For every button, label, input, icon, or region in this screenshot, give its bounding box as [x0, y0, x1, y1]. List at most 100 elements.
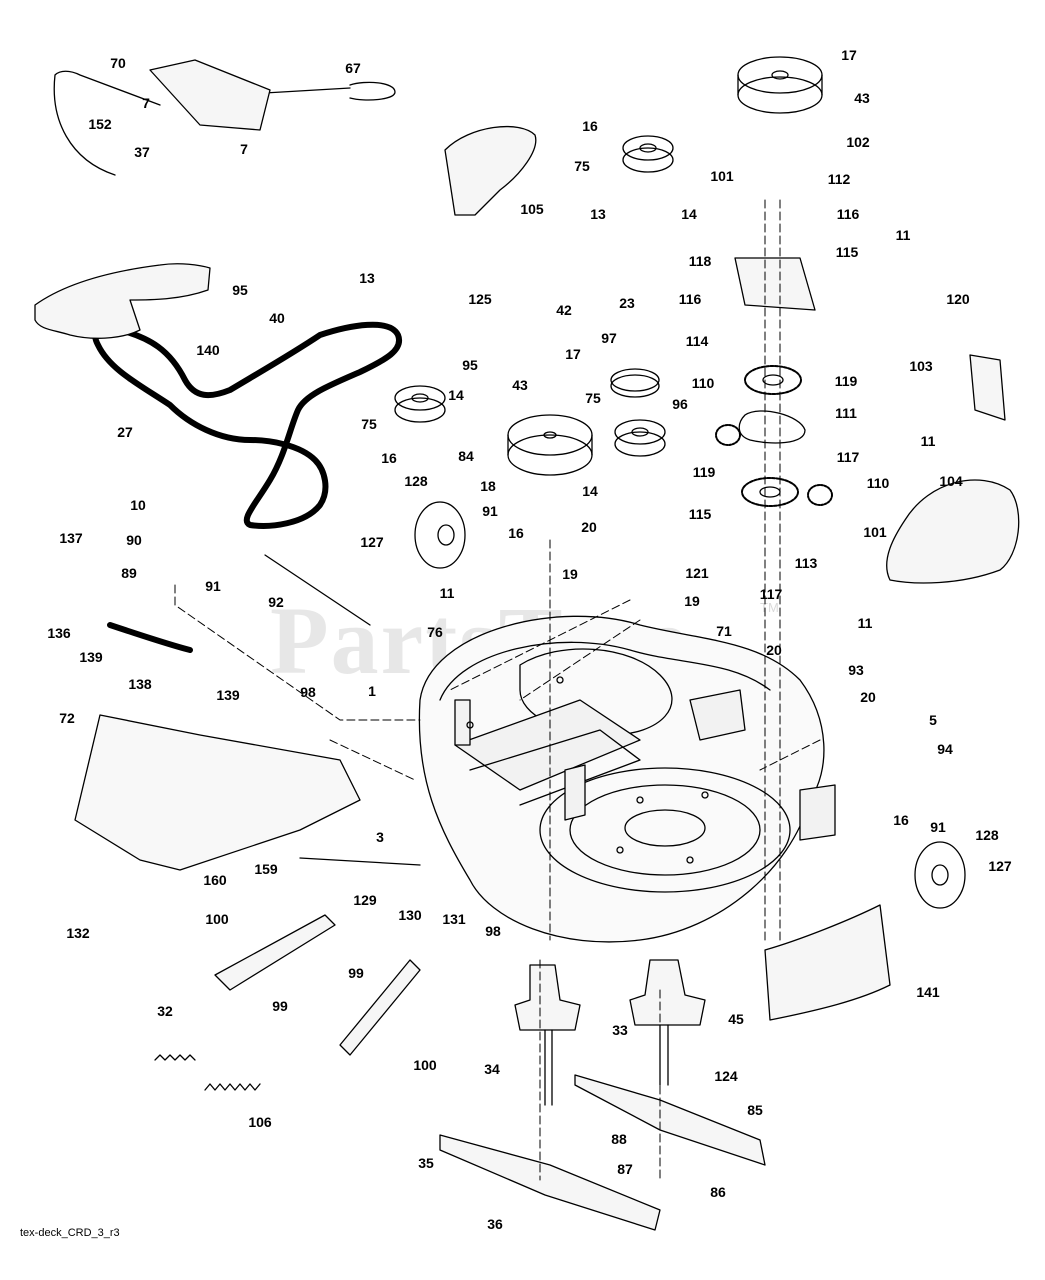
callout-112: 112: [827, 171, 851, 187]
callout-36: 36: [487, 1216, 503, 1232]
callout-70: 70: [110, 55, 126, 71]
callout-116: 116: [678, 291, 702, 307]
gear-110-left: [715, 424, 741, 446]
callout-104: 104: [939, 473, 963, 489]
bracket-70: [149, 59, 271, 131]
callout-97: 97: [601, 330, 617, 346]
blade-85: [574, 1074, 766, 1166]
callout-111: 111: [835, 405, 857, 421]
callout-91: 91: [930, 819, 946, 835]
callout-105: 105: [520, 201, 544, 217]
callout-43: 43: [854, 90, 870, 106]
pulley-43: [507, 414, 593, 476]
callout-7: 7: [142, 95, 150, 111]
blade-35: [439, 1134, 661, 1231]
cover-104: [886, 479, 1020, 584]
callout-20: 20: [581, 519, 597, 535]
spindle-45: [629, 959, 706, 1086]
wheel-128-right: [914, 841, 966, 909]
callout-96: 96: [672, 396, 688, 412]
callout-11: 11: [439, 585, 455, 601]
callout-113: 113: [794, 555, 818, 571]
callout-84: 84: [458, 448, 474, 464]
lift-arm-99b: [339, 959, 421, 1056]
callout-115: 115: [688, 506, 712, 522]
callout-14: 14: [582, 483, 598, 499]
flat-pulley-97: [610, 368, 660, 398]
callout-124: 124: [714, 1068, 738, 1084]
chute-141: [764, 904, 891, 1021]
callout-75: 75: [361, 416, 377, 432]
callout-1: 1: [368, 683, 376, 699]
callout-11: 11: [920, 433, 936, 449]
callout-118: 118: [688, 253, 712, 269]
callout-89: 89: [121, 565, 137, 581]
callout-115: 115: [835, 244, 859, 260]
drive-pulley-top: [737, 56, 823, 114]
callout-92: 92: [268, 594, 284, 610]
callout-16: 16: [508, 525, 524, 541]
callout-121: 121: [685, 565, 709, 581]
idler-pulley-75c: [614, 419, 666, 457]
callout-40: 40: [269, 310, 285, 326]
callout-101: 101: [710, 168, 734, 184]
callout-85: 85: [747, 1102, 763, 1118]
drive-belt: [92, 321, 403, 529]
cable-152: [53, 70, 161, 176]
cover-103: [969, 354, 1006, 421]
callout-3: 3: [376, 829, 384, 845]
callout-10: 10: [130, 497, 146, 513]
callout-129: 129: [353, 892, 377, 908]
callout-117: 117: [836, 449, 860, 465]
callout-139: 139: [79, 649, 103, 665]
lift-arm-99a: [214, 914, 336, 991]
callout-102: 102: [846, 134, 870, 150]
callout-137: 137: [59, 530, 83, 546]
callout-23: 23: [619, 295, 635, 311]
discharge-chute-72: [74, 714, 361, 871]
callout-33: 33: [612, 1022, 628, 1038]
wheel-128-left: [414, 501, 466, 569]
callout-32: 32: [157, 1003, 173, 1019]
callout-76: 76: [427, 624, 443, 640]
callout-7: 7: [240, 141, 248, 157]
spring-32: [154, 1054, 196, 1061]
shield-140: [34, 263, 211, 339]
gear-110-right: [807, 484, 833, 506]
callout-98: 98: [485, 923, 501, 939]
callout-100: 100: [413, 1057, 437, 1073]
spring-106: [204, 1083, 261, 1091]
callout-34: 34: [484, 1061, 500, 1077]
callout-43: 43: [512, 377, 528, 393]
callout-11: 11: [857, 615, 873, 631]
callout-106: 106: [248, 1114, 272, 1130]
idler-pulley-75b: [394, 385, 446, 423]
callout-45: 45: [728, 1011, 744, 1027]
callout-116: 116: [836, 206, 860, 222]
callout-37: 37: [134, 144, 150, 160]
callout-119: 119: [692, 464, 716, 480]
callout-114: 114: [685, 333, 709, 349]
callout-86: 86: [710, 1184, 726, 1200]
hose-138: [107, 622, 193, 653]
callout-100: 100: [205, 911, 229, 927]
callout-132: 132: [66, 925, 90, 941]
callout-90: 90: [126, 532, 142, 548]
callout-119: 119: [834, 373, 858, 389]
callout-93: 93: [848, 662, 864, 678]
callout-17: 17: [841, 47, 857, 63]
callout-140: 140: [196, 342, 220, 358]
callout-14: 14: [448, 387, 464, 403]
callout-75: 75: [585, 390, 601, 406]
callout-13: 13: [359, 270, 375, 286]
callout-35: 35: [418, 1155, 434, 1171]
gasket-111: [738, 410, 806, 444]
callout-27: 27: [117, 424, 133, 440]
callout-19: 19: [562, 566, 578, 582]
shield-105: [444, 125, 537, 216]
callout-19: 19: [684, 593, 700, 609]
callout-138: 138: [128, 676, 152, 692]
callout-128: 128: [404, 473, 428, 489]
